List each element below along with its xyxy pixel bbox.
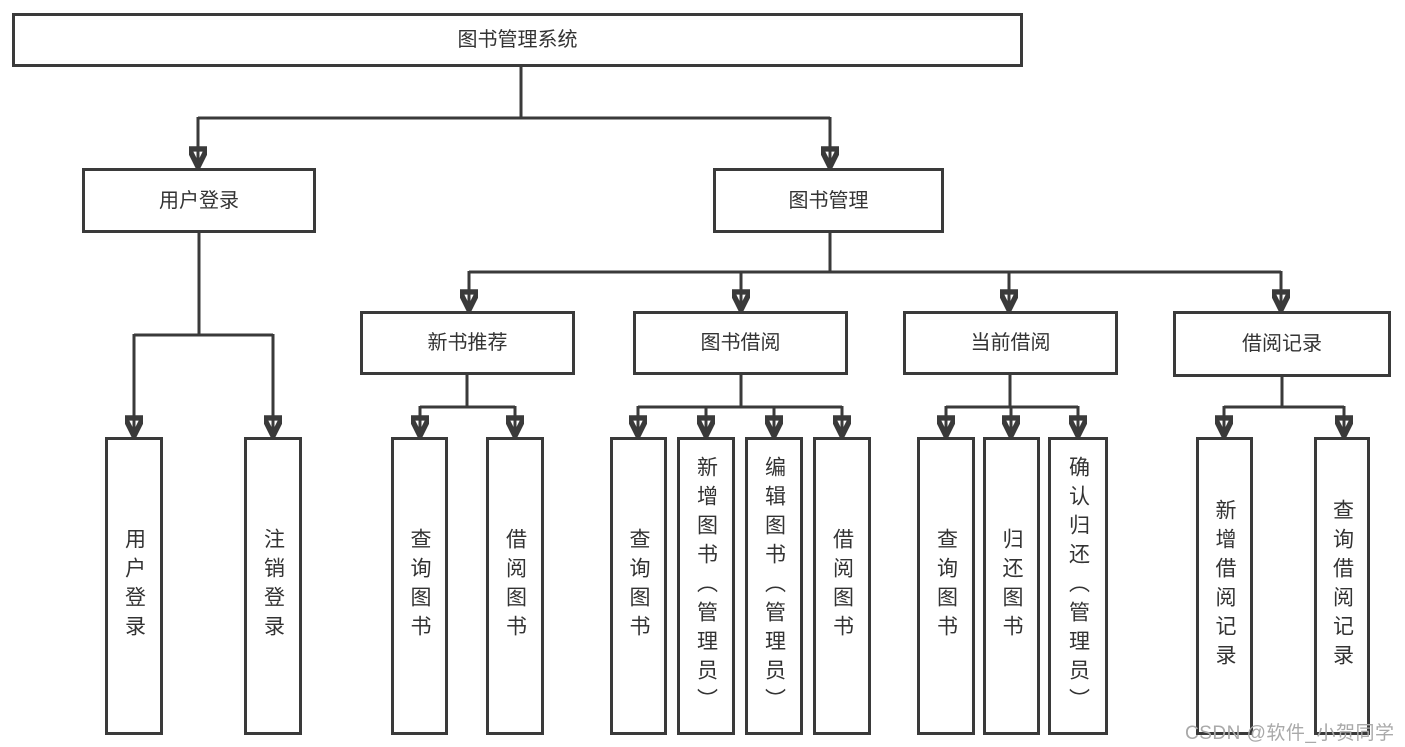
node-add-borrow-record-label: 新增借阅记录 xyxy=(1213,499,1236,673)
node-borrowing-records: 借阅记录 xyxy=(1173,311,1391,377)
node-add-books-admin: 新增图书（管理员） xyxy=(677,437,735,735)
node-borrow-books-borrowing: 借阅图书 xyxy=(813,437,871,735)
node-add-borrow-record: 新增借阅记录 xyxy=(1196,437,1253,735)
node-return-books: 归还图书 xyxy=(983,437,1040,735)
node-edit-books-admin: 编辑图书（管理员） xyxy=(745,437,803,735)
connector-user-login-to-leaves xyxy=(134,233,273,435)
node-root: 图书管理系统 xyxy=(12,13,1023,67)
node-query-books-borrowing-label: 查询图书 xyxy=(627,528,650,644)
node-user-login-leaf: 用户登录 xyxy=(105,437,163,735)
connector-current-borrowing-to-leaves xyxy=(946,375,1078,435)
node-confirm-return-admin: 确认归还（管理员） xyxy=(1048,437,1108,735)
node-borrow-books-recommend-label: 借阅图书 xyxy=(503,528,527,644)
connector-borrowing-records-to-leaves xyxy=(1224,377,1344,435)
node-user-login: 用户登录 xyxy=(82,168,316,233)
node-query-books-recommend: 查询图书 xyxy=(391,437,448,735)
node-new-book-recommend: 新书推荐 xyxy=(360,311,575,375)
node-query-borrow-record: 查询借阅记录 xyxy=(1314,437,1370,735)
node-borrow-books-recommend: 借阅图书 xyxy=(486,437,544,735)
node-query-books-recommend-label: 查询图书 xyxy=(408,528,431,644)
node-book-management-label: 图书管理 xyxy=(788,189,869,212)
node-confirm-return-admin-label: 确认归还（管理员） xyxy=(1066,455,1090,717)
node-new-book-recommend-label: 新书推荐 xyxy=(427,332,508,354)
node-query-books-current: 查询图书 xyxy=(917,437,975,735)
connector-root-to-level2 xyxy=(198,67,830,166)
node-book-management: 图书管理 xyxy=(713,168,944,233)
node-user-login-leaf-label: 用户登录 xyxy=(122,528,146,644)
node-borrowing-records-label: 借阅记录 xyxy=(1242,333,1322,355)
node-query-books-borrowing: 查询图书 xyxy=(610,437,667,735)
node-query-borrow-record-label: 查询借阅记录 xyxy=(1330,499,1354,673)
node-user-login-label: 用户登录 xyxy=(159,189,239,212)
node-add-books-admin-label: 新增图书（管理员） xyxy=(694,455,718,717)
node-current-borrowing-label: 当前借阅 xyxy=(970,332,1051,354)
node-logout-login: 注销登录 xyxy=(244,437,302,735)
csdn-watermark: CSDN @软件_小贺同学 xyxy=(1185,723,1395,744)
node-logout-login-label: 注销登录 xyxy=(261,528,285,644)
node-query-books-current-label: 查询图书 xyxy=(934,528,958,644)
node-borrow-books-borrowing-label: 借阅图书 xyxy=(830,528,854,644)
node-book-borrowing: 图书借阅 xyxy=(633,311,848,375)
node-root-label: 图书管理系统 xyxy=(457,29,578,51)
node-return-books-label: 归还图书 xyxy=(1000,528,1023,644)
connector-book-management-to-level3 xyxy=(469,233,1281,309)
node-book-borrowing-label: 图书借阅 xyxy=(700,332,781,354)
node-current-borrowing: 当前借阅 xyxy=(903,311,1118,375)
connector-new-books-to-leaves xyxy=(420,375,515,435)
connector-book-borrowing-to-leaves xyxy=(638,375,842,435)
node-edit-books-admin-label: 编辑图书（管理员） xyxy=(762,455,786,717)
